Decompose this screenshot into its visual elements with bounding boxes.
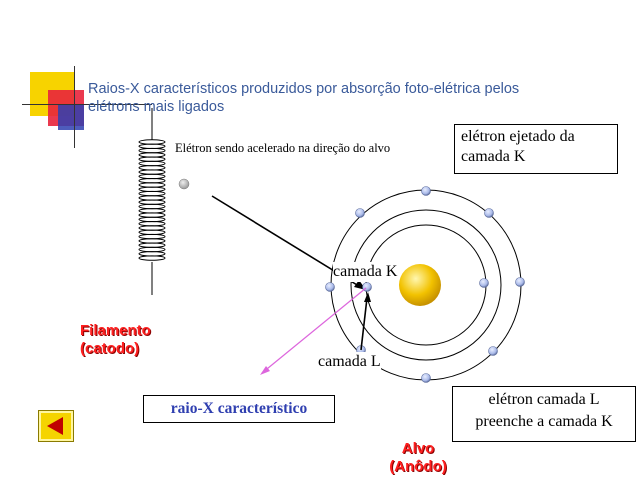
filament-line1: Filamento	[80, 322, 151, 339]
slide-title-line1: Raios-X característicos produzidos por a…	[88, 81, 520, 97]
coil-loop	[138, 255, 166, 261]
electron	[515, 277, 525, 287]
filament-coil	[138, 108, 166, 295]
left-arrow-icon	[47, 417, 63, 435]
coil-loop	[138, 208, 166, 214]
label-target: Alvo (Anôdo)	[370, 440, 466, 476]
back-button[interactable]	[38, 410, 74, 442]
l-to-k-arrow	[360, 297, 368, 351]
coil-loop	[138, 147, 166, 154]
electron	[421, 373, 431, 383]
coil-loop	[138, 238, 166, 244]
decor-horizontal-line	[22, 104, 152, 105]
target-line2: (Anôdo)	[389, 458, 447, 475]
label-filament: Filamento (catodo)	[80, 322, 151, 358]
coil-loop	[138, 199, 166, 205]
decor-vertical-line	[74, 66, 75, 148]
filament-line2: (catodo)	[80, 340, 140, 357]
coil-loop	[138, 182, 166, 188]
coil-loop	[138, 156, 166, 162]
box-characteristic-xray: raio-X característico	[143, 395, 335, 423]
coil-loop	[138, 233, 166, 240]
coil-loop	[138, 173, 166, 180]
coil-loop	[138, 186, 166, 193]
emitted-electron	[178, 178, 190, 190]
xray-arrowhead	[260, 366, 270, 375]
ejected-line2: camada K	[461, 148, 526, 165]
label-electron-accelerated: Elétron sendo acelerado na direção do al…	[175, 141, 391, 155]
label-shell-k: camada K	[333, 262, 398, 282]
coil-loop	[138, 216, 166, 223]
decor-blue-square	[58, 104, 84, 130]
ejected-line1: elétron ejetado da	[461, 128, 575, 145]
coil-loop	[138, 178, 166, 184]
coil-loop	[138, 190, 166, 197]
coil-loop	[138, 229, 166, 236]
electron	[355, 208, 365, 218]
shell-l-ring	[350, 209, 502, 361]
coil-loop	[138, 143, 166, 150]
coil-loop	[138, 225, 166, 231]
slide-title: Raios-X característicos produzidos por a…	[88, 80, 628, 116]
coil-loop	[138, 160, 166, 167]
coil-loop	[138, 152, 166, 158]
l-to-k-arrowhead	[364, 292, 371, 302]
nucleus	[399, 264, 441, 306]
coil-loop	[138, 251, 166, 257]
coil-loop	[138, 139, 166, 145]
electron	[484, 208, 494, 218]
fill-line2: preenche a camada K	[475, 413, 613, 430]
label-shell-l: camada L	[318, 352, 381, 372]
xray-line	[261, 287, 367, 374]
coil-loop	[138, 221, 166, 227]
coil-loop	[138, 203, 166, 210]
coil-loop	[138, 195, 166, 201]
electron	[325, 282, 335, 292]
electron	[479, 278, 489, 288]
box-ejected-electron: elétron ejetado da camada K	[454, 124, 618, 174]
coil-loop	[138, 246, 166, 253]
coil-loop	[138, 212, 166, 218]
electron	[488, 346, 498, 356]
box-l-fills-k: elétron camada L preenche a camada K	[452, 386, 636, 442]
slide-title-line2: elétrons mais ligados	[88, 99, 225, 115]
coil-loop	[138, 169, 166, 175]
target-line1: Alvo	[401, 440, 435, 457]
xray-label: raio-X característico	[170, 400, 308, 417]
fill-line1: elétron camada L	[488, 391, 600, 408]
coil-loop	[138, 165, 166, 171]
coil-loop	[138, 242, 166, 248]
electron	[421, 186, 431, 196]
